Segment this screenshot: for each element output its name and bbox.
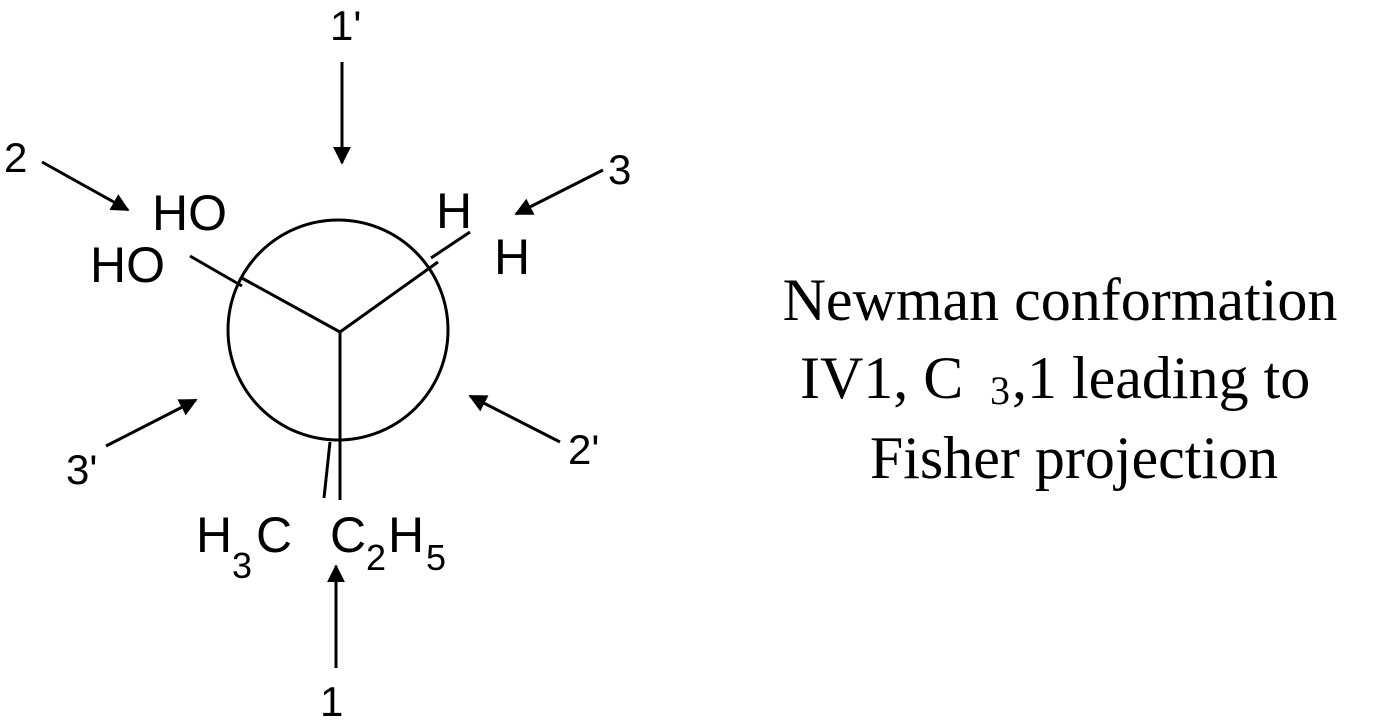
back-group-bottom-ch3: H 3 C [196,507,292,586]
back-group-bottom-h: H [196,507,232,563]
arrow-2 [41,160,130,212]
front-group-bottom-sub-2: 2 [366,537,386,578]
position-label-2-prime: 2' [568,426,599,473]
caption-line-2-b: ,1 leading to [1012,345,1310,411]
front-group-bottom-sub-5: 5 [426,537,446,578]
position-label-1-prime: 1' [330,2,361,49]
front-group-upper-left: HO [90,237,165,293]
front-group-upper-right: H [494,229,530,285]
back-group-bottom-sub: 3 [232,545,252,586]
back-group-upper-left: HO [152,185,227,241]
caption: Newman conformation IV1, C 3 ,1 leading … [783,267,1338,491]
caption-line-2-a: IV1, C [800,345,963,411]
arrow-2-prime [468,394,561,444]
back-carbon-circle [226,218,450,442]
front-group-bottom-c: C [330,507,366,563]
front-bond-left [239,275,341,334]
arrow-3-prime [105,398,198,448]
back-bond-right [430,230,471,260]
position-label-3: 3 [608,146,631,193]
position-label-3-prime: 3' [66,446,97,493]
caption-line-1: Newman conformation [783,267,1338,333]
position-label-2: 2 [4,134,27,181]
caption-line-2: IV1, C 3 ,1 leading to [800,345,1310,413]
arrow-3 [514,168,604,216]
front-group-bottom-h: H [388,507,424,563]
position-label-1: 1 [320,678,343,724]
front-group-bottom-c2h5: C 2 H 5 [330,507,446,578]
caption-line-3: Fisher projection [870,425,1278,491]
back-bond-left [189,254,243,288]
back-group-bottom-c: C [256,507,292,563]
back-group-upper-right: H [436,183,472,239]
caption-line-2-sub: 3 [990,368,1010,413]
front-bond-right [339,260,439,334]
back-bond-bottom [322,441,332,499]
